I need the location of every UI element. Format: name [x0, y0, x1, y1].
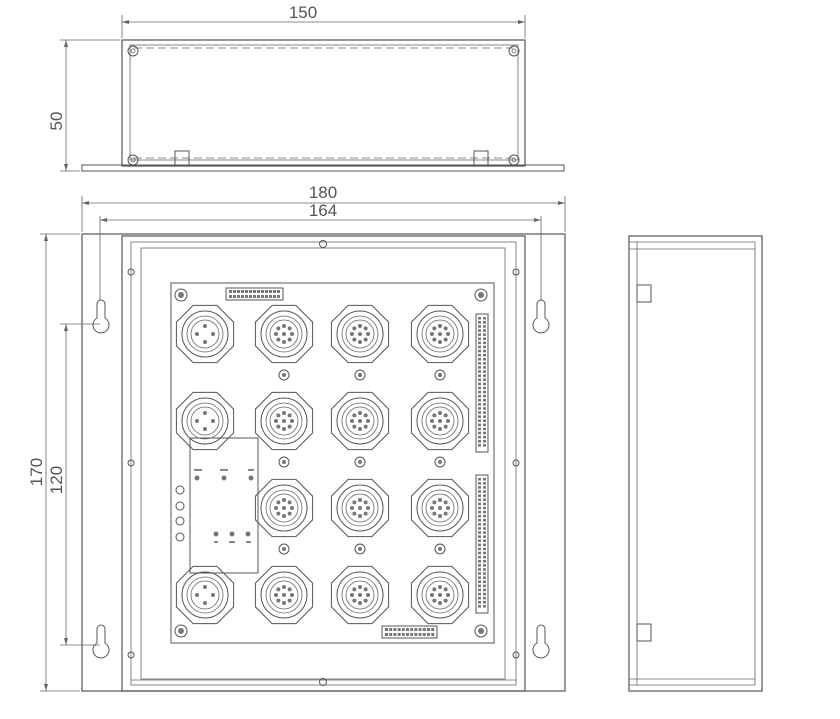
connector-icon: [410, 304, 470, 381]
connector-icon: [254, 565, 314, 625]
connector-icon: [330, 391, 390, 468]
housing-screw-icon: [127, 240, 520, 686]
connector-icon: [330, 304, 390, 381]
dimension-label-front-height: 170: [27, 458, 46, 486]
panel-screw-icon: [174, 288, 488, 638]
dimension-label-top-height: 50: [47, 112, 66, 131]
connector-icon: [175, 565, 235, 625]
connector-icon: [410, 478, 470, 555]
connector-icon: [330, 478, 390, 555]
connector-icon: [254, 304, 314, 381]
dimension-hole-spacing: 120: [47, 323, 100, 646]
connector-icon: [175, 304, 235, 364]
status-led-block: [189, 437, 259, 574]
pin-header-top: [225, 287, 284, 301]
dimension-front-outer-width: 180: [81, 183, 566, 232]
pin-header-right-lower: [475, 474, 489, 614]
connector-icon: [410, 565, 470, 625]
dimension-label-top-width: 150: [289, 3, 317, 22]
side-led-icon: [175, 485, 185, 542]
connector-icon: [330, 565, 390, 625]
dimension-label-front-inner-width: 164: [309, 201, 337, 220]
connector-icon: [254, 478, 314, 555]
connector-icon: [410, 391, 470, 468]
connector-icon: [175, 391, 235, 451]
screw-icon: [127, 45, 520, 166]
keyhole-slot-icon: [92, 299, 550, 659]
front-view: [81, 233, 566, 692]
connector-icon: [254, 391, 314, 468]
dimension-label-hole-spacing: 120: [47, 466, 66, 494]
dimension-top-width: 150: [121, 3, 526, 38]
pin-header-right-upper: [475, 313, 489, 453]
pin-header-bottom: [381, 625, 438, 639]
dimension-front-inner-width: 164: [99, 201, 542, 300]
dimension-front-height: 170: [27, 233, 80, 692]
side-view: [628, 235, 763, 692]
top-view: [81, 39, 565, 172]
dimension-top-height: 50: [47, 39, 120, 172]
dimension-label-front-outer-width: 180: [309, 183, 337, 202]
